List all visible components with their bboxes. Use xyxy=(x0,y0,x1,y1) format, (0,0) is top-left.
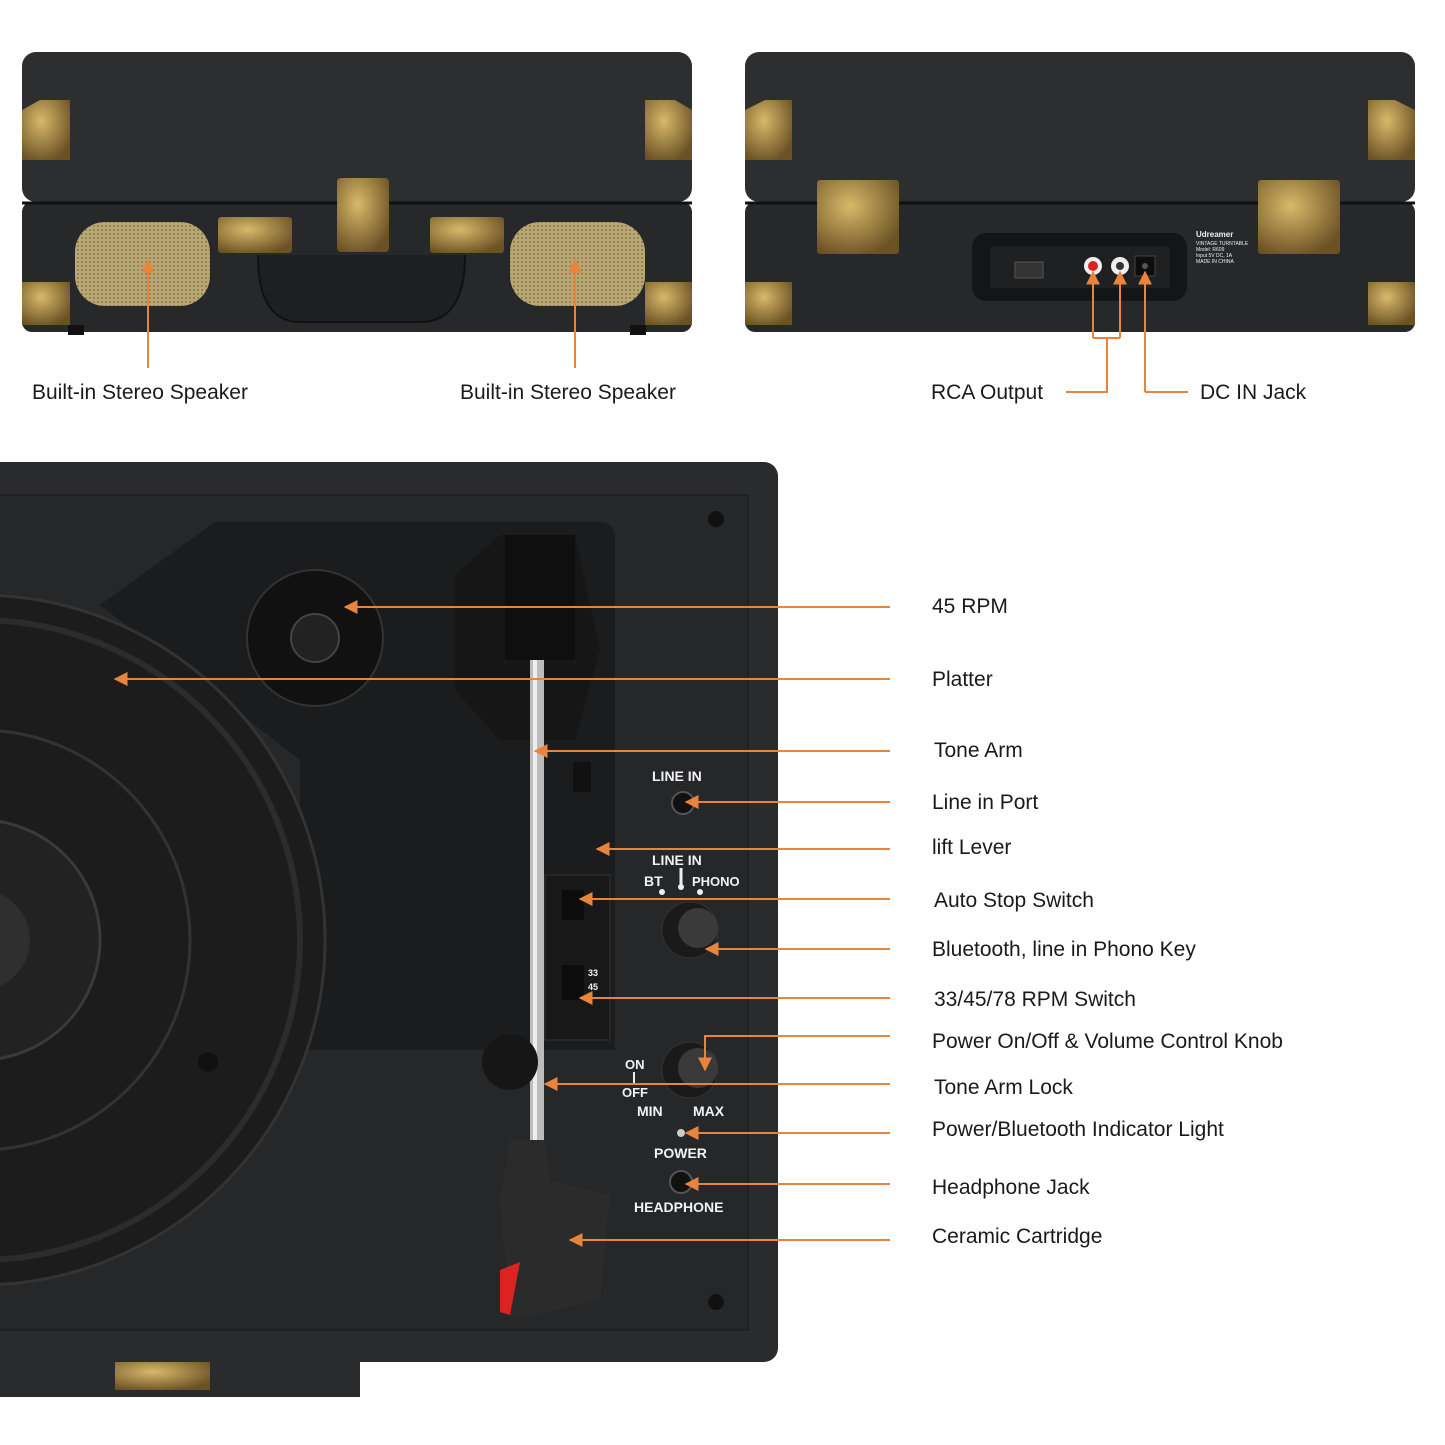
label-origin: MADE IN CHINA xyxy=(1196,259,1234,265)
left-speaker-grille xyxy=(75,222,210,306)
label-platter: Platter xyxy=(932,668,993,691)
label-tone-arm: Tone Arm xyxy=(934,739,1023,762)
label-line-in-port: Line in Port xyxy=(932,791,1039,814)
label-auto-stop-switch: Auto Stop Switch xyxy=(934,889,1094,912)
platter xyxy=(0,594,327,1286)
label-model: Model: R609 xyxy=(1196,247,1225,253)
label-rca-output: RCA Output xyxy=(931,381,1044,404)
ceramic-cartridge xyxy=(500,1140,610,1320)
brand-logo: Udreamer xyxy=(1196,230,1233,239)
label-speaker-right: Built-in Stereo Speaker xyxy=(460,381,676,404)
label-45-rpm: 45 RPM xyxy=(932,595,1008,618)
label-volume-knob: Power On/Off & Volume Control Knob xyxy=(932,1030,1283,1053)
right-speaker-grille xyxy=(510,222,645,306)
label-speaker-left: Built-in Stereo Speaker xyxy=(32,381,248,404)
main-callout-lines xyxy=(113,600,890,1247)
off-print: OFF xyxy=(622,1085,648,1100)
rpm-33-mark: 33 xyxy=(588,968,598,978)
label-dc-in: DC IN Jack xyxy=(1200,381,1307,404)
bt-print: BT xyxy=(644,873,663,889)
label-lift-lever: lift Lever xyxy=(932,836,1012,859)
headphone-jack xyxy=(669,1170,693,1194)
top-callout-lines xyxy=(141,258,1188,393)
on-print: ON xyxy=(625,1057,645,1072)
label-tone-arm-lock: Tone Arm Lock xyxy=(934,1076,1073,1099)
line-in-print: LINE IN xyxy=(652,768,702,784)
headphone-print: HEADPHONE xyxy=(634,1199,723,1215)
label-ceramic-cartridge: Ceramic Cartridge xyxy=(932,1225,1103,1248)
label-mode-key: Bluetooth, line in Phono Key xyxy=(932,938,1196,961)
turntable-top-view: 33 45 LINE IN LINE IN BT PHONO ON OFF MI… xyxy=(0,462,778,1397)
handle xyxy=(257,254,466,323)
label-headphone-jack: Headphone Jack xyxy=(932,1176,1090,1199)
lift-lever xyxy=(573,762,591,792)
min-print: MIN xyxy=(637,1103,663,1119)
selector-line-in-print: LINE IN xyxy=(652,852,702,868)
back-case-view: Udreamer VINTAGE TURNTABLE Model: R609 I… xyxy=(745,52,1415,332)
indicator-light xyxy=(677,1129,685,1137)
rpm-45-mark: 45 xyxy=(588,982,598,992)
label-rpm-switch: 33/45/78 RPM Switch xyxy=(934,988,1136,1011)
label-product: VINTAGE TURNTABLE xyxy=(1196,241,1249,247)
label-indicator-light: Power/Bluetooth Indicator Light xyxy=(932,1118,1224,1141)
hinge-right xyxy=(1258,180,1340,254)
front-case-view xyxy=(22,52,692,335)
latch xyxy=(337,178,389,252)
hinge-left xyxy=(817,180,899,254)
max-print: MAX xyxy=(693,1103,725,1119)
power-print: POWER xyxy=(654,1145,707,1161)
usb-port xyxy=(1014,261,1044,279)
label-input: Input 5V DC, 1A xyxy=(1196,253,1233,259)
phono-print: PHONO xyxy=(692,874,740,889)
